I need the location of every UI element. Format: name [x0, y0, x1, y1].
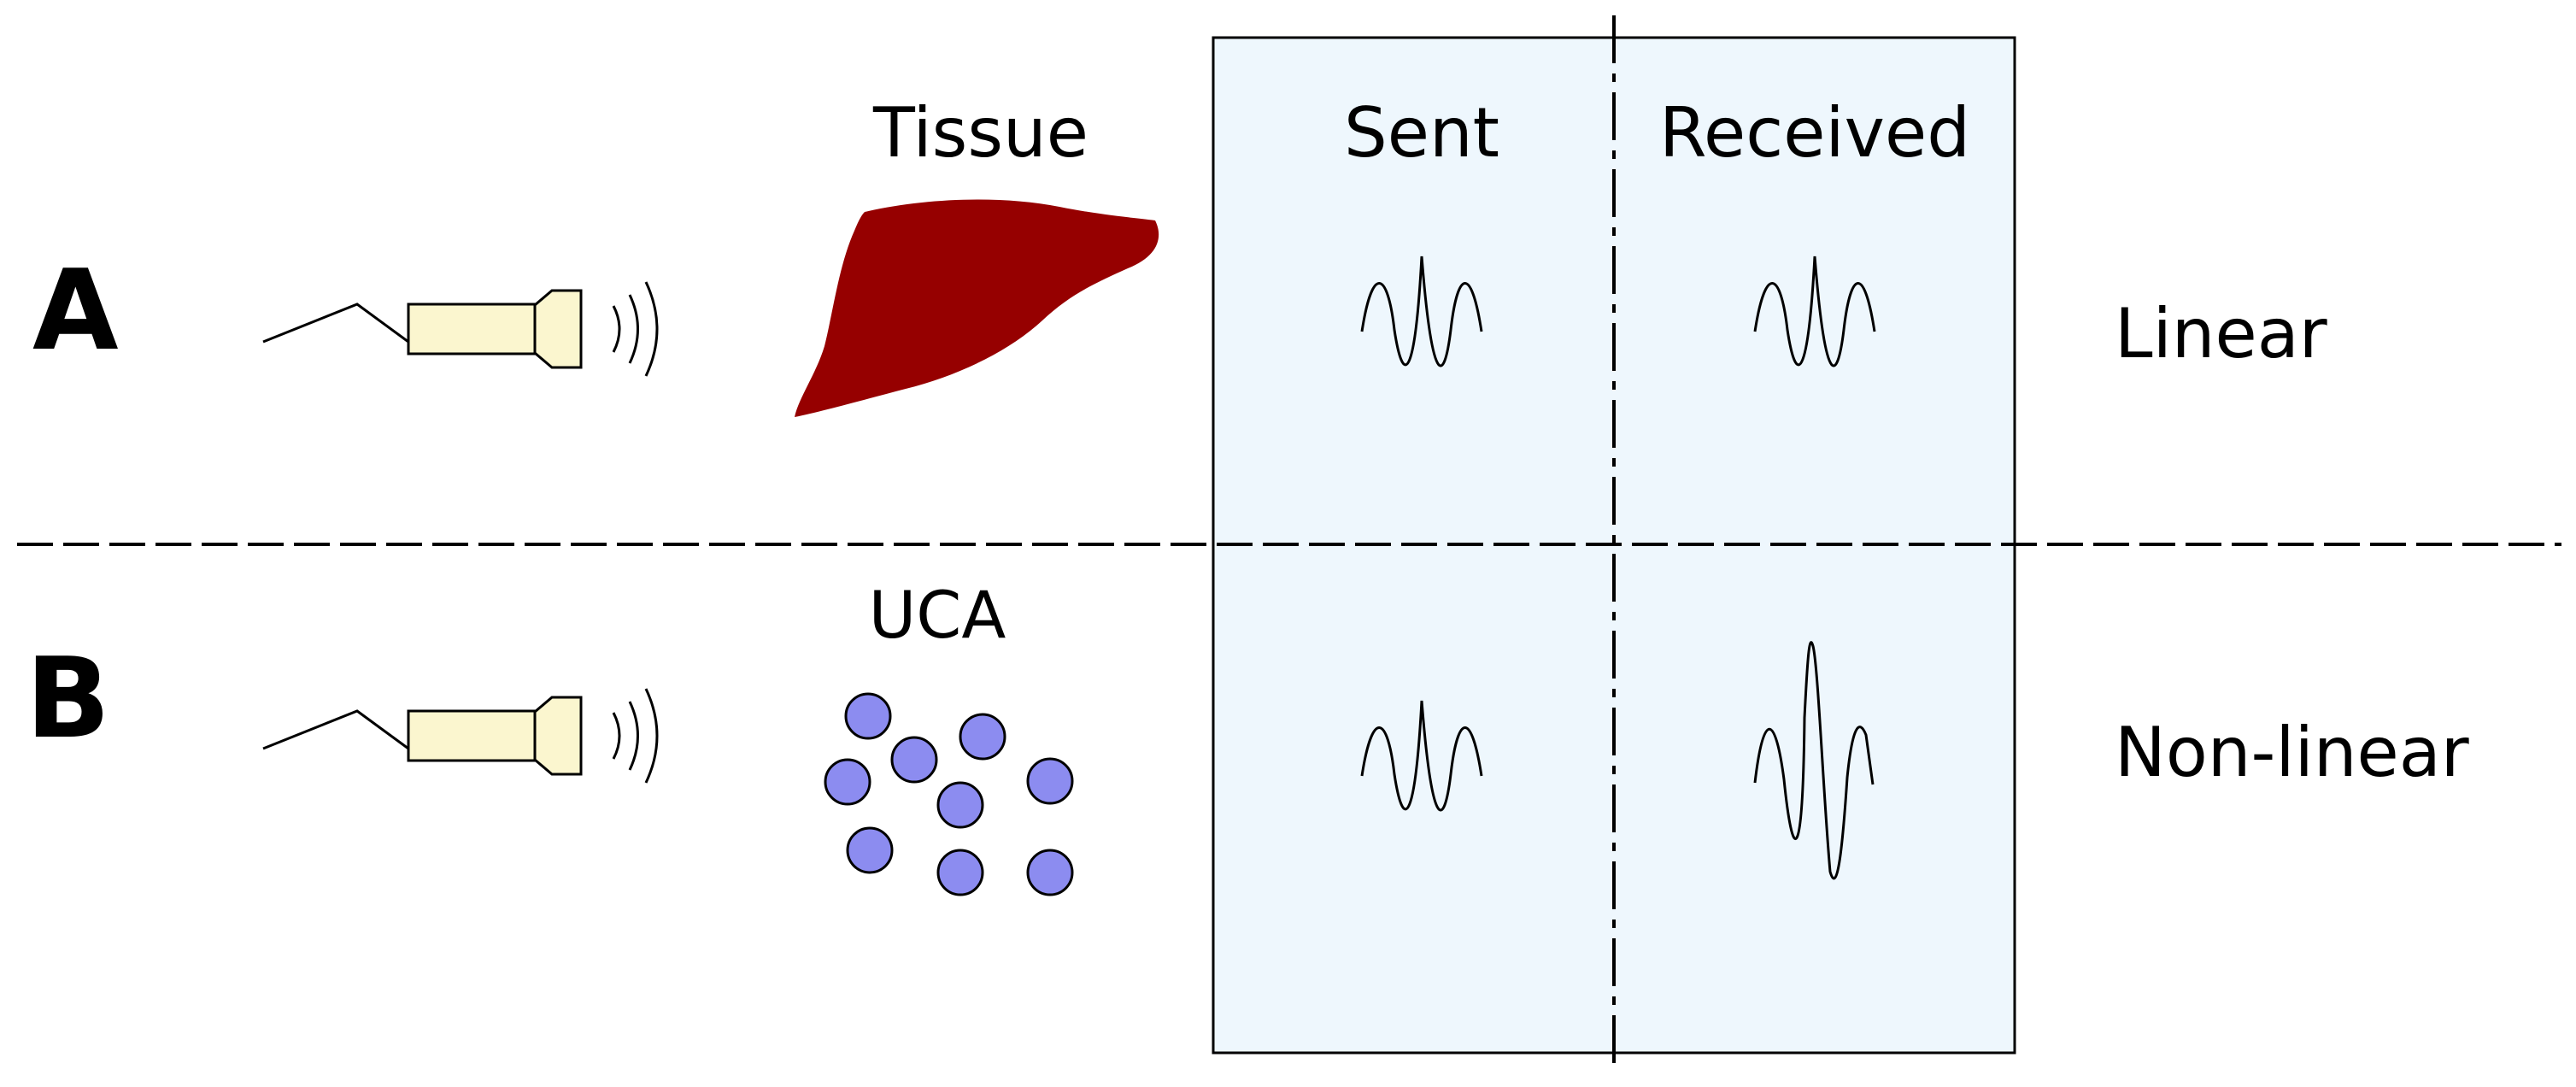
bubble	[844, 692, 892, 740]
sent-column-header: Sent	[1344, 93, 1499, 173]
microbubbles-icon	[824, 692, 1074, 896]
liver-icon	[795, 199, 1159, 417]
transducer-icon	[262, 281, 659, 377]
row-a-letter: A	[32, 245, 119, 375]
bubble	[959, 713, 1006, 761]
row-a: A Tissue Linear	[32, 93, 2327, 417]
received-column-header: Received	[1659, 93, 1970, 173]
bubble	[1026, 757, 1074, 805]
uca-label: UCA	[869, 577, 1006, 653]
linear-label: Linear	[2115, 294, 2327, 373]
bubble	[1026, 849, 1074, 896]
bubble	[936, 849, 984, 896]
non-linear-label: Non-linear	[2115, 713, 2469, 792]
tissue-label: Tissue	[872, 93, 1088, 173]
bubble	[890, 736, 938, 784]
row-b: B UCA Non-linear	[26, 577, 2469, 896]
sent-waveform-b	[1360, 700, 1483, 812]
received-waveform-a	[1753, 256, 1876, 367]
sent-waveform-a	[1360, 256, 1483, 367]
bubble	[824, 758, 871, 806]
row-b-letter: B	[26, 633, 110, 763]
received-waveform-b	[1753, 641, 1875, 880]
bubble	[936, 781, 984, 829]
bubble	[846, 826, 894, 874]
transducer-icon	[262, 688, 659, 784]
